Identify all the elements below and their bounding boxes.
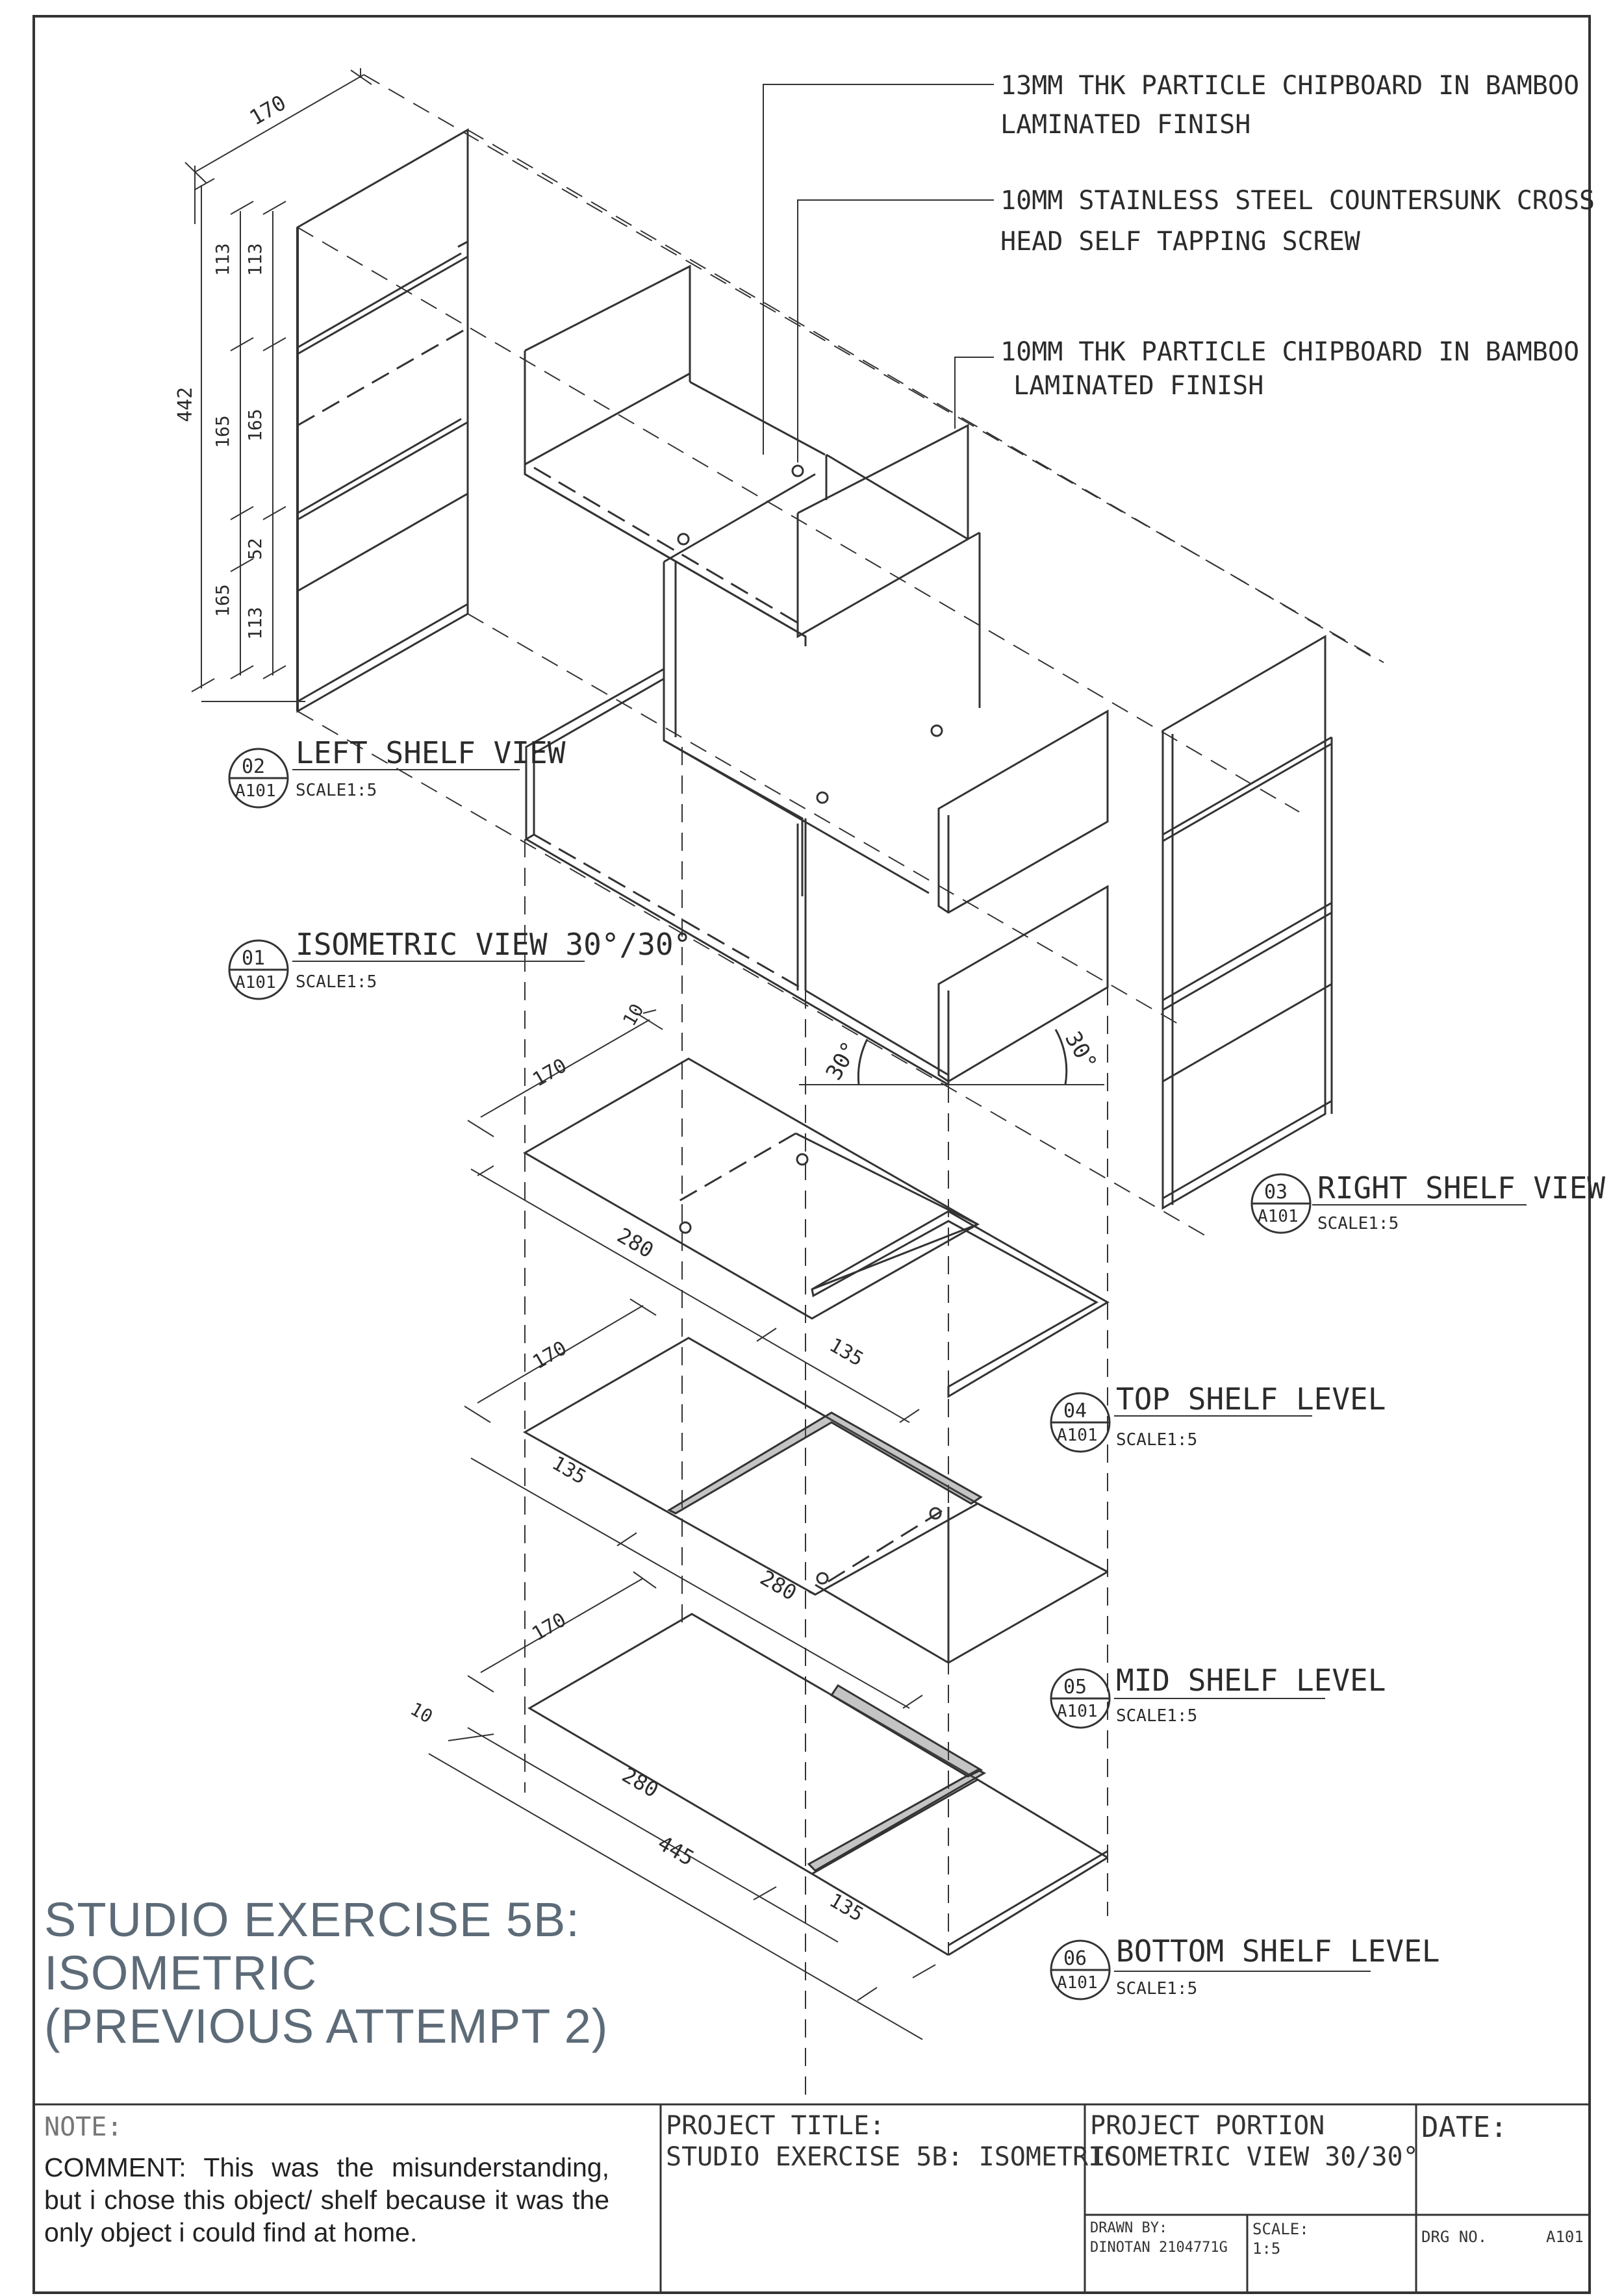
- view-01-scale: SCALE1:5: [296, 972, 377, 992]
- view-06-number: 06: [1063, 1947, 1087, 1970]
- dim-left-total: 442: [174, 387, 197, 422]
- note-1-line-2: LAMINATED FINISH: [1000, 110, 1250, 140]
- studio-title-line-1: STUDIO EXERCISE 5B:: [44, 1893, 580, 1947]
- comment-text: COMMENT: This was the misunderstanding, …: [44, 2152, 609, 2247]
- bottom-shelf-plan: [428, 1571, 1108, 2040]
- view-04-number: 04: [1063, 1400, 1087, 1422]
- drg-no-value: A101: [1546, 2228, 1584, 2246]
- drawn-by-value: DINOTAN 2104771G: [1090, 2239, 1228, 2256]
- right-shelf-drawing: [1161, 635, 1333, 1210]
- view-04-scale: SCALE1:5: [1116, 1430, 1197, 1450]
- project-portion-value: ISOMETRIC VIEW 30/30°: [1090, 2142, 1419, 2172]
- dim-bot-thk: 10: [407, 1698, 437, 1727]
- view-02-title: LEFT SHELF VIEW: [296, 735, 566, 770]
- sheet-border: [32, 15, 1591, 2294]
- note-3-line-1: 10MM THK PARTICLE CHIPBOARD IN BAMBOO: [1000, 337, 1579, 367]
- view-06-scale: SCALE1:5: [1116, 1979, 1197, 1999]
- note-3: 10MM THK PARTICLE CHIPBOARD IN BAMBOO LA…: [1000, 337, 1579, 401]
- dim-top-depth: 170: [529, 1054, 570, 1091]
- drawn-by-label: DRAWN BY:: [1090, 2220, 1168, 2236]
- view-06-sheet: A101: [1057, 1973, 1098, 1993]
- note-label: NOTE:: [44, 2112, 123, 2142]
- note-3-line-2: LAMINATED FINISH: [1013, 371, 1263, 401]
- dim-top-thk: 10: [618, 1000, 648, 1030]
- dim-mid-depth: 170: [529, 1337, 570, 1374]
- dim-left-seg-1: 113: [212, 243, 233, 276]
- view-02-number: 02: [242, 755, 265, 778]
- view-03-number: 03: [1264, 1181, 1288, 1204]
- view-02-scale: SCALE1:5: [296, 781, 377, 800]
- note-1: 13MM THK PARTICLE CHIPBOARD IN BAMBOO LA…: [1000, 71, 1579, 140]
- studio-title: STUDIO EXERCISE 5B: ISOMETRIC (PREVIOUS …: [44, 1893, 608, 2053]
- angle-right-label: 30°: [1059, 1028, 1102, 1075]
- dim-bot-length: 280: [618, 1762, 663, 1802]
- note-1-line-1: 13MM THK PARTICLE CHIPBOARD IN BAMBOO: [1000, 71, 1579, 101]
- dim-top-length: 280: [613, 1223, 658, 1263]
- view-05-title: MID SHELF LEVEL: [1116, 1663, 1386, 1698]
- view-01-number: 01: [242, 947, 265, 970]
- view-05-scale: SCALE1:5: [1116, 1706, 1197, 1726]
- drg-no-label: DRG NO.: [1421, 2228, 1488, 2246]
- view-markers: [228, 748, 1312, 2000]
- angle-left-label: 30°: [821, 1037, 863, 1085]
- title-block-frame: [34, 2103, 1590, 2293]
- view-01-title: ISOMETRIC VIEW 30°/30°: [296, 927, 691, 962]
- dim-mid-left: 135: [548, 1452, 590, 1489]
- view-04-title: TOP SHELF LEVEL: [1116, 1381, 1386, 1417]
- dim-left-seg-5: 113: [244, 607, 266, 640]
- view-01-sheet: A101: [235, 973, 276, 992]
- leader-lines: [763, 84, 994, 462]
- dim-left-seg-4: 165: [212, 584, 233, 617]
- dim-left-seg-3: 52: [244, 538, 266, 560]
- view-02-sheet: A101: [235, 781, 276, 801]
- isometric-shelf-drawing: [297, 74, 1384, 2095]
- mid-shelf-plan: [464, 1298, 1108, 1709]
- project-title-label: PROJECT TITLE:: [666, 2111, 885, 2141]
- view-03-title: RIGHT SHELF VIEW: [1317, 1170, 1605, 1205]
- studio-title-line-3: (PREVIOUS ATTEMPT 2): [44, 1999, 609, 2053]
- scale-label: SCALE:: [1252, 2220, 1309, 2238]
- dim-left-outer-2: 165: [244, 409, 266, 442]
- dim-top-step: 135: [826, 1333, 867, 1370]
- project-title-value: STUDIO EXERCISE 5B: ISOMETRIC: [666, 2142, 1120, 2172]
- studio-title-line-2: ISOMETRIC: [44, 1946, 318, 2000]
- dim-bot-total: 445: [653, 1830, 698, 1871]
- view-03-scale: SCALE1:5: [1317, 1214, 1399, 1233]
- date-label: DATE:: [1421, 2111, 1508, 2144]
- dim-left-depth: 170: [246, 90, 290, 131]
- view-05-number: 05: [1063, 1676, 1087, 1698]
- view-06-title: BOTTOM SHELF LEVEL: [1116, 1934, 1440, 1969]
- dim-left-outer-1: 113: [244, 243, 266, 276]
- dim-bot-depth: 170: [528, 1608, 570, 1645]
- note-2: 10MM STAINLESS STEEL COUNTERSUNK CROSS H…: [1000, 186, 1595, 257]
- dim-bot-step: 135: [826, 1889, 867, 1926]
- scale-value: 1:5: [1252, 2239, 1281, 2258]
- note-2-line-2: HEAD SELF TAPPING SCREW: [1000, 227, 1361, 257]
- dim-left-seg-2: 165: [212, 415, 233, 448]
- top-shelf-plan: [467, 1009, 1110, 1423]
- view-04-sheet: A101: [1057, 1426, 1098, 1445]
- view-03-sheet: A101: [1258, 1207, 1299, 1226]
- view-05-sheet: A101: [1057, 1702, 1098, 1721]
- dim-mid-length: 280: [756, 1565, 801, 1606]
- note-2-line-1: 10MM STAINLESS STEEL COUNTERSUNK CROSS: [1000, 186, 1595, 216]
- left-shelf-drawing: [184, 68, 469, 713]
- project-portion-label: PROJECT PORTION: [1090, 2111, 1325, 2141]
